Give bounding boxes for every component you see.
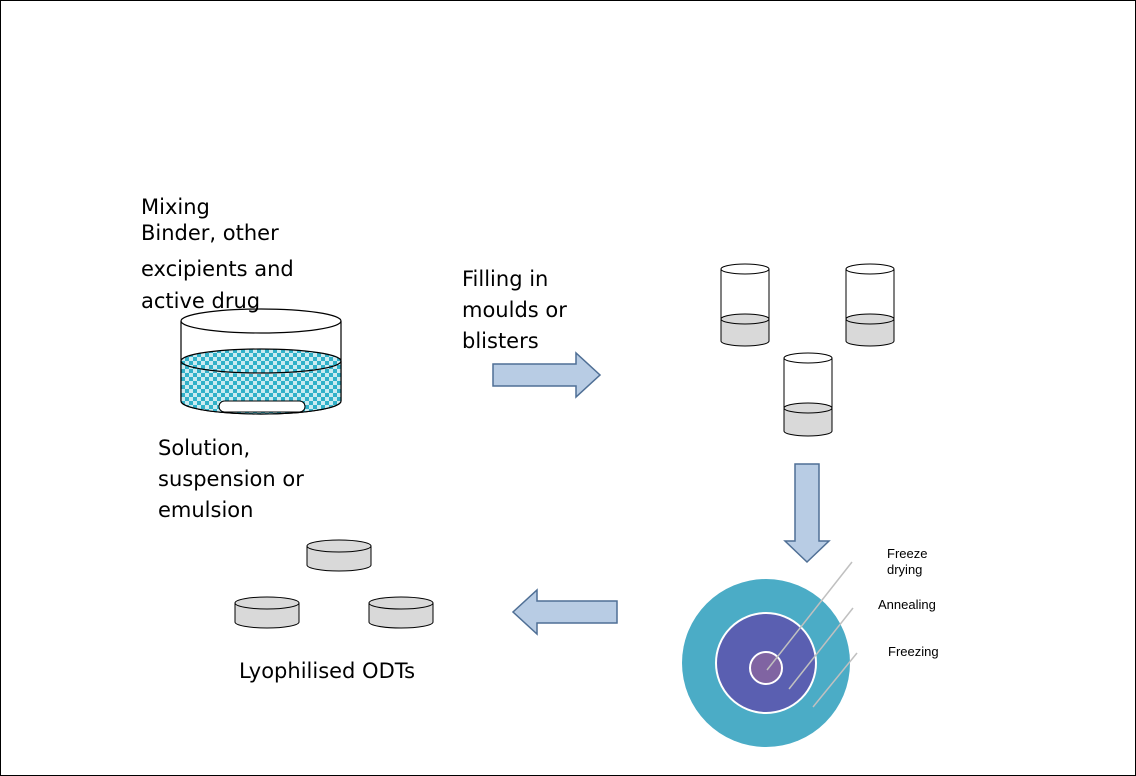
freezing-label: Freezing bbox=[888, 644, 939, 659]
mixing-title: Mixing bbox=[141, 195, 210, 219]
filling-line-2: moulds or bbox=[462, 298, 567, 322]
vial-1 bbox=[720, 263, 770, 347]
freeze-drying-label-line-1: Freeze bbox=[887, 546, 928, 561]
mixing-desc-line-3: active drug bbox=[141, 289, 261, 313]
product-label: Lyophilised ODTs bbox=[239, 659, 416, 683]
filling-line-1: Filling in bbox=[462, 267, 549, 291]
tablet-1 bbox=[306, 539, 372, 572]
arrow-left bbox=[511, 588, 618, 636]
arrow-right bbox=[492, 351, 602, 399]
mixing-desc-line-1: Binder, other bbox=[141, 221, 279, 245]
solution-line-2: suspension or bbox=[158, 467, 304, 491]
stirrer-bar bbox=[218, 400, 306, 413]
tablet-3 bbox=[368, 596, 434, 629]
solution-line-1: Solution, bbox=[158, 436, 251, 460]
filling-line-3: blisters bbox=[462, 329, 539, 353]
annealing-label: Annealing bbox=[878, 597, 936, 612]
freeze-drying-label-line-2: drying bbox=[887, 562, 923, 577]
tablet-2 bbox=[234, 596, 300, 629]
arrow-down bbox=[783, 463, 831, 564]
vial-2 bbox=[845, 263, 895, 347]
solution-line-3: emulsion bbox=[158, 498, 254, 522]
vial-3 bbox=[783, 352, 833, 437]
freeze-drying-leader bbox=[766, 561, 853, 671]
freezing-leader bbox=[812, 652, 858, 708]
mixing-desc-line-2: excipients and bbox=[141, 257, 294, 281]
annealing-leader bbox=[788, 607, 854, 690]
mixing-vessel bbox=[180, 308, 342, 415]
lyophilisation-cycle bbox=[682, 561, 858, 747]
